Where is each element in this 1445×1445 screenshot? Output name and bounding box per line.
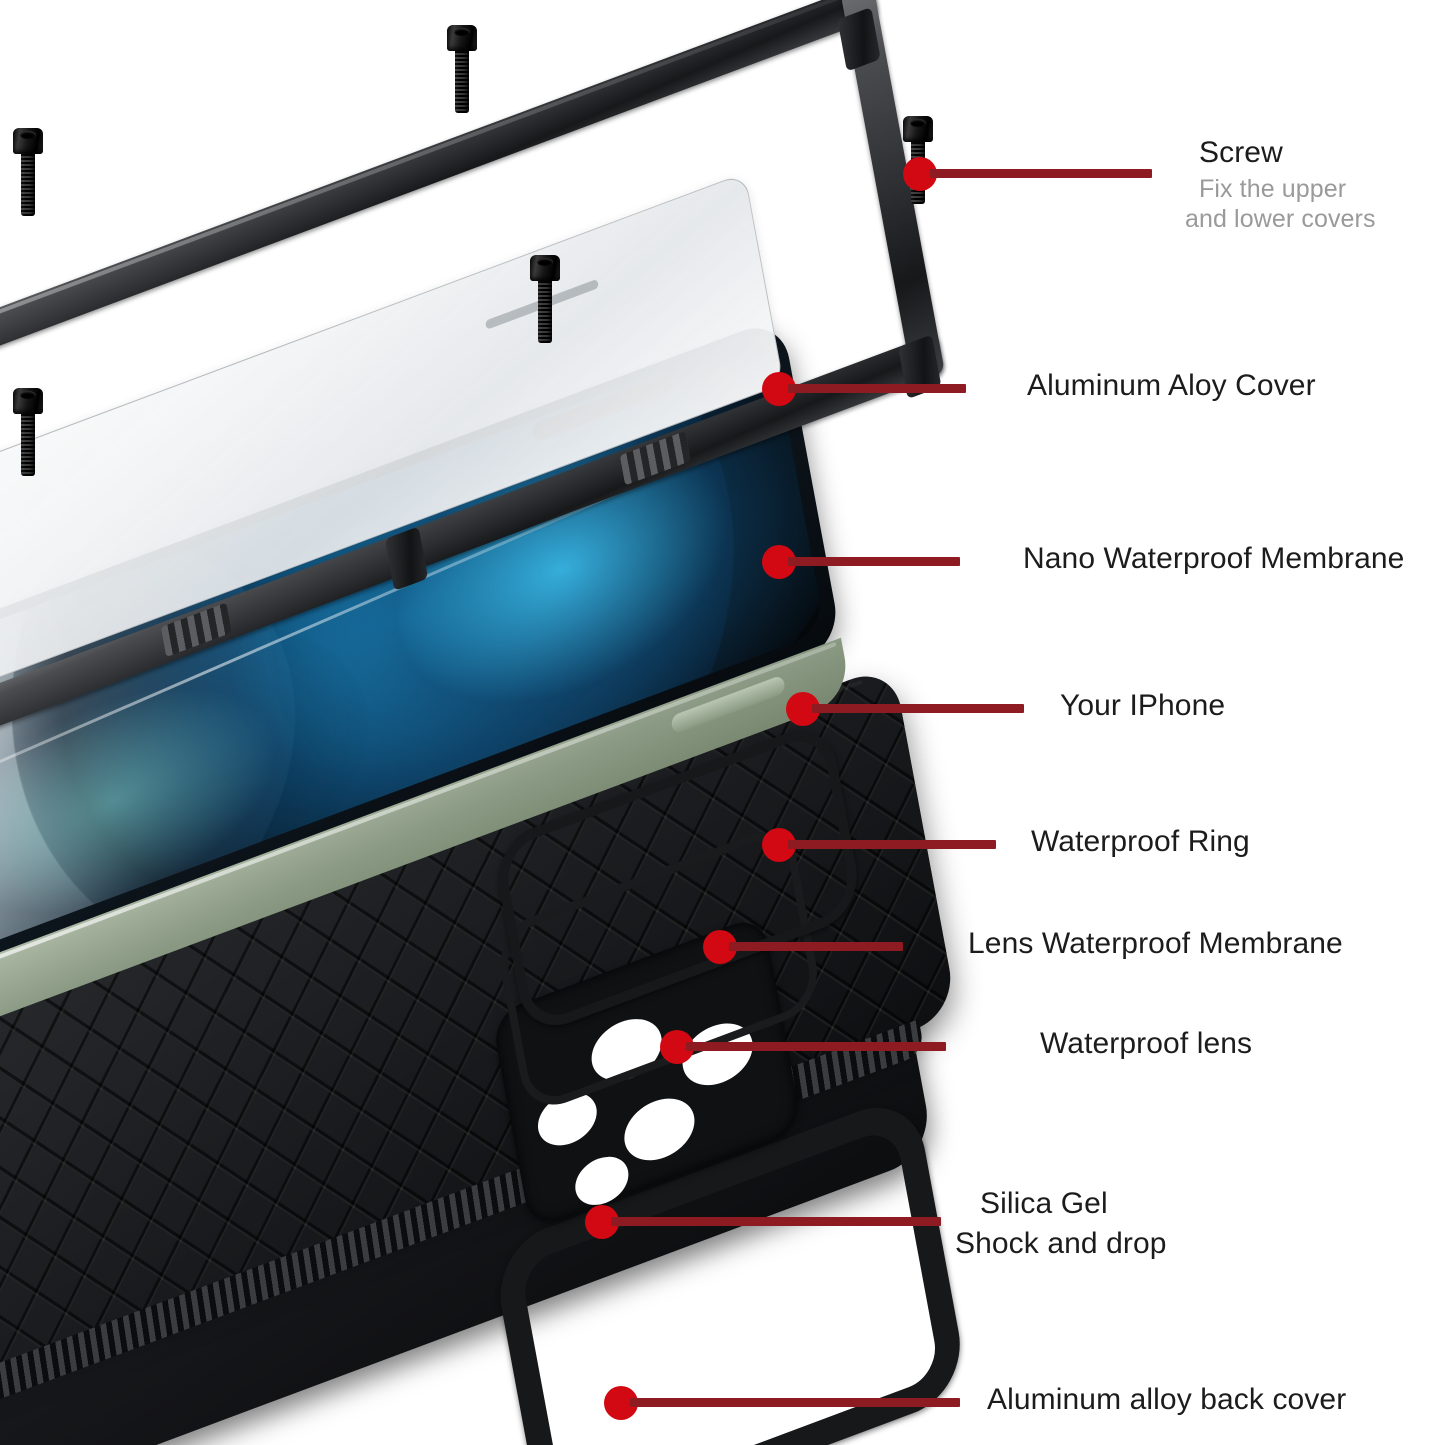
screw-shaft xyxy=(21,414,35,476)
screw-part xyxy=(13,128,43,216)
callout-line xyxy=(930,169,1152,178)
screw-shaft xyxy=(21,154,35,216)
callout-label-aluminum-cover: Aluminum Aloy Cover xyxy=(1027,369,1316,402)
callout-line xyxy=(812,704,1024,713)
screw-part xyxy=(530,255,560,343)
callout-line xyxy=(630,1398,960,1407)
callout-label-silica-gel: Silica Gel xyxy=(980,1187,1108,1220)
screw-head-icon xyxy=(447,25,477,51)
callout-label-waterproof-lens: Waterproof lens xyxy=(1040,1027,1253,1060)
callout-label-waterproof-ring: Waterproof Ring xyxy=(1031,825,1250,858)
callout-line xyxy=(788,557,960,566)
screw-shaft xyxy=(455,51,469,113)
callout-label-your-iphone: Your IPhone xyxy=(1060,689,1226,722)
callout-line xyxy=(686,1042,946,1051)
callout-label-lens-membrane: Lens Waterproof Membrane xyxy=(968,927,1343,960)
callout-line xyxy=(788,840,996,849)
callout-sublabel-screw-line1: Fix the upper xyxy=(1199,175,1347,203)
callout-label-screw: Screw xyxy=(1199,136,1283,169)
screw-head-icon xyxy=(13,128,43,154)
screw-head-icon xyxy=(530,255,560,281)
screw-part xyxy=(447,25,477,113)
callout-label-nano-membrane: Nano Waterproof Membrane xyxy=(1023,542,1405,575)
callout-sublabel-screw-line2: and lower covers xyxy=(1185,205,1376,233)
callout-line xyxy=(729,942,903,951)
screw-head-icon xyxy=(903,116,933,142)
callout-sublabel-silica-gel: Shock and drop xyxy=(955,1227,1167,1260)
callout-line xyxy=(611,1217,941,1226)
callout-line xyxy=(788,384,966,393)
screw-part xyxy=(13,388,43,476)
screw-shaft xyxy=(538,281,552,343)
callout-label-back-cover: Aluminum alloy back cover xyxy=(987,1383,1347,1416)
screw-head-icon xyxy=(13,388,43,414)
